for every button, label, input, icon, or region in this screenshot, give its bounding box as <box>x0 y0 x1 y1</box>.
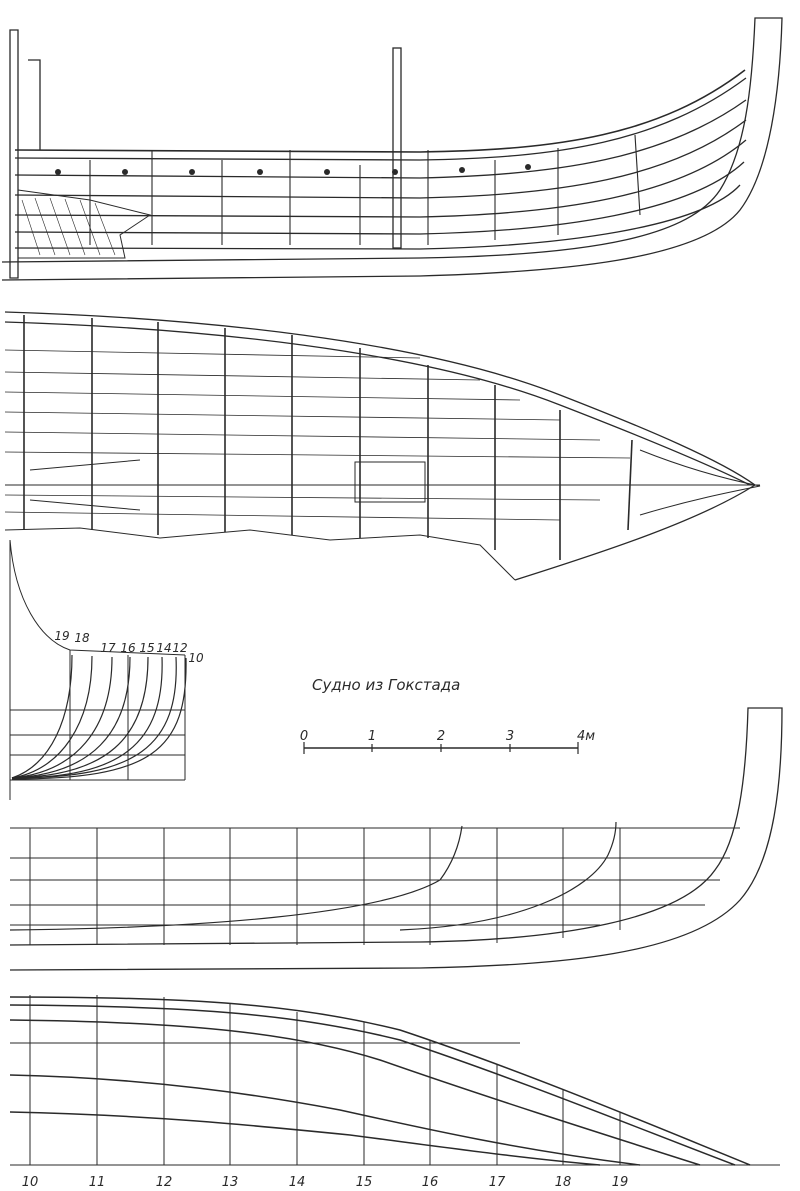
section-number: 15 <box>139 641 154 655</box>
station-number: 16 <box>422 1175 439 1190</box>
body-plan: 19 18 17 16 15 14 12 10 <box>9 539 204 800</box>
section-number: 14 <box>156 641 171 655</box>
station-number: 10 <box>22 1175 39 1190</box>
scale-bar: 0 1 2 3 4м <box>300 729 595 754</box>
drawing-title: Судно из Гокстада <box>312 676 460 694</box>
station-number: 13 <box>222 1175 239 1190</box>
sheer-plan <box>9 707 783 971</box>
section-number: 16 <box>120 641 136 655</box>
section-number: 17 <box>100 641 116 655</box>
scale-label: 1 <box>368 729 376 744</box>
side-profile-view <box>1 17 783 281</box>
scale-label: 4м <box>577 729 595 744</box>
station-number: 11 <box>89 1175 106 1190</box>
station-numbers: 10 11 12 13 14 15 16 17 18 19 <box>22 1175 629 1190</box>
section-number: 19 <box>54 629 69 643</box>
station-number: 17 <box>489 1175 506 1190</box>
section-number: 18 <box>74 631 90 645</box>
section-number: 12 <box>172 641 187 655</box>
half-breadth-plan <box>9 995 780 1166</box>
scale-label: 3 <box>506 729 514 744</box>
scale-label: 2 <box>437 729 445 744</box>
plan-view <box>4 311 761 581</box>
station-number: 12 <box>156 1175 173 1190</box>
scale-label: 0 <box>300 729 308 744</box>
section-number: 10 <box>188 651 204 665</box>
station-number: 18 <box>555 1175 572 1190</box>
station-number: 14 <box>289 1175 306 1190</box>
station-number: 15 <box>356 1175 373 1190</box>
station-number: 19 <box>612 1175 629 1190</box>
